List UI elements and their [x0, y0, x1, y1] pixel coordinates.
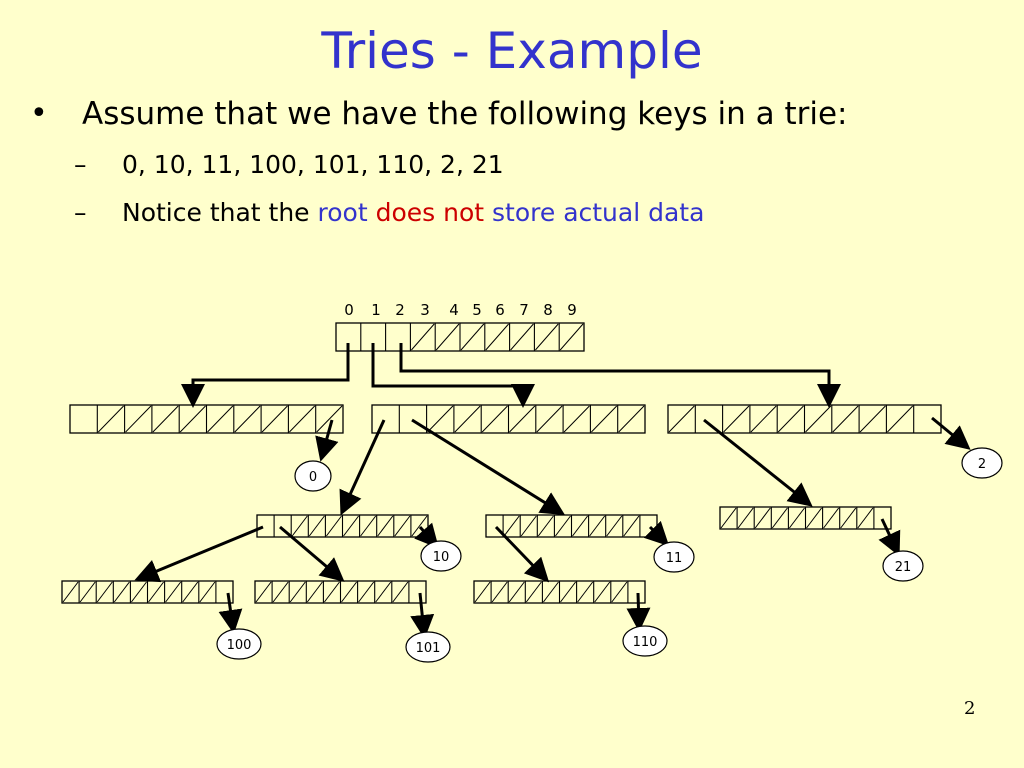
root-note-does-not: does not [375, 198, 485, 227]
array-prefix-11 [485, 514, 658, 538]
key-node-110: 110 [622, 625, 668, 657]
array-prefix-100 [61, 580, 234, 604]
bullet-symbol: • [30, 96, 48, 131]
key-node-label: 101 [416, 641, 441, 656]
root-index-label: 6 [495, 301, 505, 319]
edge-1-to-10 [339, 419, 386, 516]
array-prefix-1 [371, 404, 646, 434]
array-prefix-2 [667, 404, 942, 434]
keys-list: 0, 10, 11, 100, 101, 110, 2, 21 [122, 150, 504, 179]
root-array [335, 322, 585, 352]
edge-10-to-100 [134, 525, 264, 583]
sub-bullet-dash: – [74, 198, 87, 227]
root-index-label: 5 [472, 301, 482, 319]
key-node-label: 2 [978, 457, 986, 472]
root-note-root: root [317, 198, 368, 227]
root-edge-2 [399, 343, 841, 408]
edge-110-leaf [626, 592, 651, 632]
root-edge-0 [181, 343, 350, 408]
sub-bullet-dash: – [74, 150, 87, 179]
root-index-label: 4 [449, 301, 459, 319]
key-node-11: 11 [653, 541, 695, 573]
edge-2-to-21 [703, 418, 813, 507]
page-number: 2 [964, 698, 976, 719]
key-node-label: 100 [227, 638, 252, 653]
key-node-label: 0 [309, 470, 317, 485]
array-prefix-21 [719, 506, 892, 530]
edge-11-leaf [643, 520, 670, 547]
edge-2-leaf [931, 416, 971, 450]
key-node-label: 21 [895, 560, 912, 575]
root-index-label: 2 [395, 301, 405, 319]
edge-21-leaf [878, 518, 901, 557]
key-node-label: 11 [666, 551, 683, 566]
root-edge-1 [371, 343, 535, 408]
key-node-100: 100 [216, 628, 262, 660]
edge-101-leaf [410, 592, 435, 639]
root-note-rest: store actual data [492, 198, 705, 227]
slide-title: Tries - Example [321, 22, 703, 80]
edge-100-leaf [218, 592, 243, 634]
key-node-10: 10 [420, 540, 462, 572]
root-index-label: 1 [371, 301, 381, 319]
root-index-label: 3 [420, 301, 430, 319]
array-prefix-0 [69, 404, 344, 434]
array-prefix-10 [256, 514, 429, 538]
array-prefix-101 [254, 580, 427, 604]
edge-10-leaf [414, 522, 439, 549]
edge-10-to-101 [279, 525, 345, 582]
key-node-0: 0 [294, 460, 332, 492]
key-node-101: 101 [405, 631, 451, 663]
edge-11-to-110 [494, 525, 550, 583]
root-index-label: 8 [543, 301, 553, 319]
root-note: Notice that the root does not store actu… [122, 198, 704, 227]
array-prefix-110 [473, 580, 646, 604]
root-note-prefix: Notice that the [122, 198, 310, 227]
key-node-21: 21 [882, 550, 924, 582]
edge-0-leaf [315, 419, 339, 462]
root-index-label: 0 [344, 301, 354, 319]
edge-1-to-11 [411, 418, 566, 516]
root-index-label: 9 [567, 301, 577, 319]
root-index-label: 7 [519, 301, 529, 319]
bullet-text: Assume that we have the following keys i… [82, 96, 848, 132]
key-node-label: 10 [433, 550, 450, 565]
key-node-2: 2 [961, 447, 1003, 479]
key-node-label: 110 [633, 635, 658, 650]
